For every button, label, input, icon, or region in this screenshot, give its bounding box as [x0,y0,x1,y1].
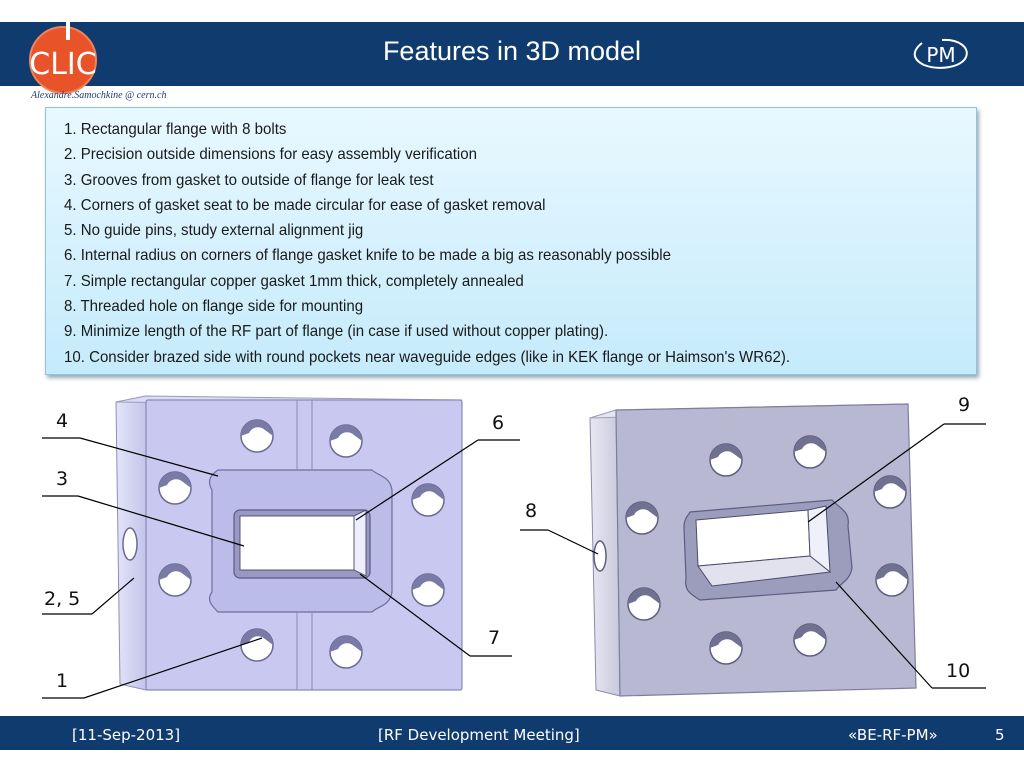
feature-item: 3. Grooves from gasket to outside of fla… [64,171,434,189]
callout-7: 7 [488,627,501,649]
footer-bar [0,716,1024,750]
footer-meeting: [RF Development Meeting] [378,726,580,744]
right-flange [589,403,917,697]
feature-item: 7. Simple rectangular copper gasket 1mm … [64,272,524,290]
left-flange [115,395,463,691]
author-credit: Alexandre.Samochkine @ cern.ch [31,90,167,101]
feature-item: 6. Internal radius on corners of flange … [64,247,671,265]
footer-group: «BE-RF-PM» [848,726,938,744]
feature-item: 4. Corners of gasket seat to be made cir… [64,196,546,214]
features-list: 1. Rectangular flange with 8 bolts 2. Pr… [46,108,976,370]
callout-6: 6 [492,412,505,434]
page-number: 5 [995,726,1005,744]
feature-item: 9. Minimize length of the RF part of fla… [64,323,609,341]
callout-4: 4 [56,410,69,432]
slide-title: Features in 3D model [382,36,642,66]
clic-logo-text: CLIC [29,47,96,82]
feature-item: 1. Rectangular flange with 8 bolts [64,121,287,138]
callout-8: 8 [525,500,538,522]
callout-9: 9 [958,394,971,416]
callout-2-5: 2, 5 [44,588,81,610]
feature-item: 10. Consider brazed side with round pock… [64,348,791,366]
leader-lines [42,423,986,699]
pm-logo-text: PM [926,43,955,67]
clic-logo: CLIC [29,18,97,94]
features-box: 1. Rectangular flange with 8 bolts 2. Pr… [45,107,977,375]
callout-1: 1 [56,670,69,692]
callout-3: 3 [56,468,69,490]
feature-item: 8. Threaded hole on flange side for moun… [64,298,364,316]
callout-10: 10 [946,660,971,682]
footer-date: [11-Sep-2013] [72,726,181,744]
feature-item: 2. Precision outside dimensions for easy… [64,146,477,164]
feature-item: 5. No guide pins, study external alignme… [64,222,364,240]
header-bar [0,22,1024,86]
pm-logo: PM [913,38,968,69]
